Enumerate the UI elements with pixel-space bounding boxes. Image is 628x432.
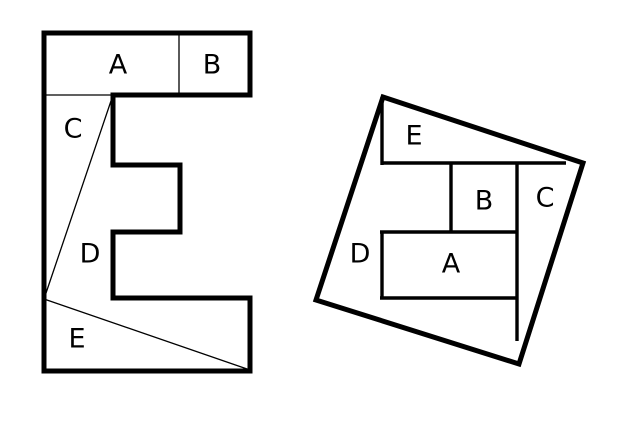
right-piece-label-d: D (350, 239, 371, 270)
left-figure-outline (41, 30, 253, 374)
right-piece-label-c: C (536, 183, 555, 214)
left-piece-label-c: C (64, 114, 83, 145)
right-piece-label-b: B (475, 186, 494, 217)
left-cut-d-e-diagonal (43, 298, 251, 371)
right-figure-outline (312, 93, 587, 368)
left-figure-group: A B C D E (41, 30, 253, 374)
right-piece-label-a: A (442, 249, 461, 280)
left-figure-fill (44, 33, 250, 371)
left-piece-label-e: E (68, 324, 85, 355)
left-piece-label-b: B (203, 50, 222, 81)
left-piece-label-a: A (109, 50, 128, 81)
right-piece-label-e: E (405, 121, 422, 152)
right-figure-group: E B C A D (312, 93, 587, 368)
left-cut-c-d-diagonal (43, 94, 114, 300)
left-piece-label-d: D (80, 239, 101, 270)
